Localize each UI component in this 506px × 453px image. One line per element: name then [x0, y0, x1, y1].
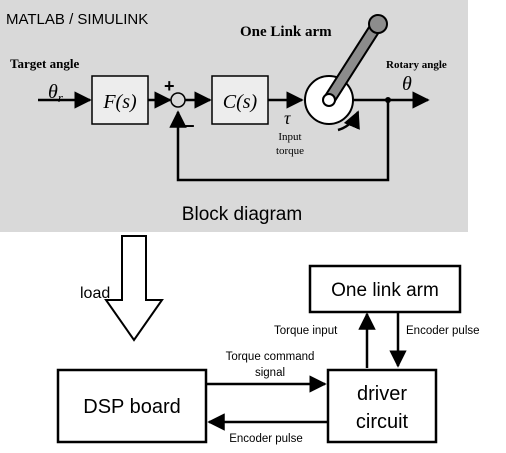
minus-sign: − [184, 116, 195, 136]
torque-input-label: Torque input [274, 325, 338, 337]
driver-circuit-line-2: circuit [356, 411, 409, 433]
feedback-path [169, 100, 390, 182]
panel-header: MATLAB / SIMULINK [6, 11, 148, 28]
block-diagram-caption: Block diagram [182, 204, 302, 225]
torque-command-label-1: Torque command [226, 351, 315, 363]
input-torque-label-2: torque [276, 145, 304, 157]
rotary-angle-label: Rotary angle [386, 59, 447, 71]
driver-circuit-box [326, 368, 438, 444]
load-arrow [104, 235, 164, 342]
target-angle-symbol: θr [48, 81, 64, 105]
dsp-board-box [56, 368, 208, 444]
tau-symbol: τ [284, 108, 291, 128]
load-label: load [80, 285, 110, 302]
rotary-angle-symbol: θ [402, 73, 412, 95]
c-block-label: C(s) [223, 91, 258, 113]
f-block [91, 75, 149, 125]
one-link-arm-label: One link arm [331, 280, 439, 301]
encoder-pulse-right-label: Encoder pulse [406, 325, 480, 337]
target-angle-label: Target angle [10, 56, 79, 71]
one-link-arm-graphic [304, 14, 388, 132]
arm-title: One Link arm [240, 24, 332, 40]
input-torque-label-1: Input [278, 131, 301, 143]
one-link-arm-box [308, 264, 462, 314]
torque-command-label-2: signal [255, 367, 285, 379]
encoder-pulse-bottom-label: Encoder pulse [229, 433, 303, 445]
f-block-label: F(s) [102, 91, 137, 113]
dsp-board-label: DSP board [83, 396, 180, 418]
plus-sign: + [164, 76, 175, 96]
driver-circuit-line-1: driver [357, 383, 407, 405]
